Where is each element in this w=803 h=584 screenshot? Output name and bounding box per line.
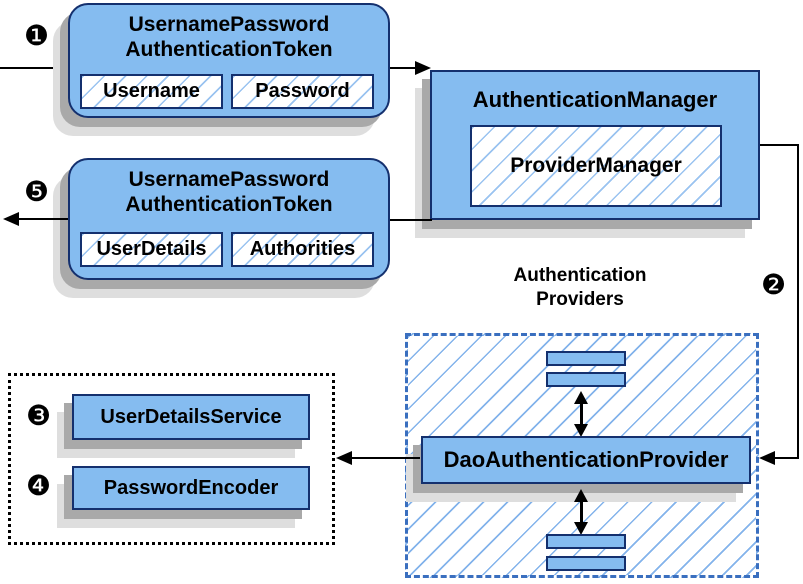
dao-top-arrow-shaft — [580, 402, 583, 426]
dao-to-beans-arrowhead — [336, 451, 352, 465]
dao-top-arrow-up-icon — [574, 391, 588, 404]
response-token-fields: UserDetails Authorities — [80, 232, 374, 267]
manager-to-dao-line-top — [760, 144, 799, 146]
request-token-box: UsernamePassword AuthenticationToken Use… — [68, 3, 390, 118]
step-5-badge: ❺ — [24, 175, 50, 208]
outgoing-flow-line — [18, 218, 68, 220]
step-3-badge: ❸ — [26, 399, 52, 432]
manager-to-dao-line-bottom — [775, 457, 799, 459]
authentication-manager-box: AuthenticationManager ProviderManager — [430, 70, 760, 220]
request-to-manager-line — [390, 67, 416, 69]
beans-container-box — [8, 373, 335, 545]
response-token-title-line2: AuthenticationToken — [125, 193, 333, 216]
authentication-providers-label: Authentication Providers — [480, 264, 680, 312]
authentication-providers-label-line1: Authentication — [513, 265, 647, 286]
step-4-badge: ❹ — [26, 469, 52, 502]
providers-container-box: DaoAuthenticationProvider — [405, 333, 759, 578]
user-details-field: UserDetails — [80, 232, 223, 267]
provider-list-bar — [546, 534, 626, 549]
request-token-title-line2: AuthenticationToken — [125, 38, 333, 61]
provider-list-bar — [546, 372, 626, 387]
authentication-manager-title: AuthenticationManager — [472, 87, 718, 112]
dao-to-beans-line — [352, 457, 420, 459]
incoming-flow-line — [0, 67, 70, 69]
step-2-badge: ❷ — [761, 268, 787, 301]
request-to-manager-arrowhead — [415, 61, 431, 75]
response-token-title: UsernamePassword AuthenticationToken — [70, 167, 388, 217]
dao-authentication-provider-box: DaoAuthenticationProvider — [421, 436, 751, 484]
dao-bottom-arrow-shaft — [580, 500, 583, 524]
request-token-title-line1: UsernamePassword — [128, 13, 330, 36]
provider-list-bar — [546, 351, 626, 366]
user-details-service-box: UserDetailsService — [72, 394, 310, 440]
manager-to-dao-arrowhead — [759, 451, 775, 465]
step-1-badge: ❶ — [24, 19, 50, 52]
request-token-title: UsernamePassword AuthenticationToken — [70, 12, 388, 62]
manager-to-dao-line-vertical — [797, 144, 799, 459]
provider-manager-box: ProviderManager — [470, 125, 722, 207]
response-token-title-line1: UsernamePassword — [128, 168, 330, 191]
provider-list-bar — [546, 556, 626, 571]
authentication-providers-label-line2: Providers — [536, 289, 624, 310]
dao-top-arrow-down-icon — [574, 424, 588, 437]
username-field: Username — [80, 74, 223, 109]
response-token-box: UsernamePassword AuthenticationToken Use… — [68, 158, 390, 280]
password-encoder-box: PasswordEncoder — [72, 466, 310, 510]
dao-bottom-arrow-down-icon — [574, 522, 588, 535]
dao-bottom-arrow-up-icon — [574, 489, 588, 502]
password-field: Password — [231, 74, 374, 109]
request-token-fields: Username Password — [80, 74, 374, 109]
outgoing-flow-arrowhead — [3, 212, 19, 226]
authorities-field: Authorities — [231, 232, 374, 267]
manager-to-response-line — [390, 219, 432, 221]
